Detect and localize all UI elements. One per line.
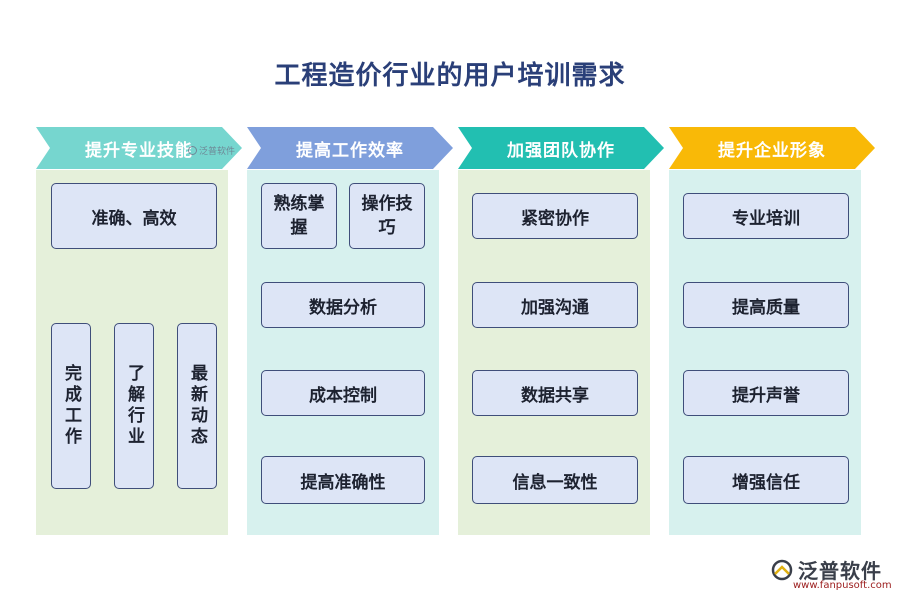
column-3-item-1: 紧密协作 [472,193,638,239]
column-2-item-3: 数据分析 [261,282,425,328]
column-4-item-4: 增强信任 [683,456,849,504]
column-4-item-1: 专业培训 [683,193,849,239]
column-2-item-4: 成本控制 [261,370,425,416]
brand-logo: 泛普软件 [771,555,882,584]
column-1-item-3: 了解行业 [114,323,154,489]
column-1-item-4: 最新动态 [177,323,217,489]
column-2-header: 提高工作效率 [247,127,453,169]
column-1-header: 提升专业技能 [36,127,242,169]
mini-watermark: 泛普软件 [188,144,235,157]
column-2-item-5: 提高准确性 [261,456,425,504]
column-4-item-2: 提高质量 [683,282,849,328]
brand-url: www.fanpusoft.com [793,580,892,591]
column-1-item-1: 准确、高效 [51,183,217,249]
column-1-item-2: 完成工作 [51,323,91,489]
column-3-item-2: 加强沟通 [472,282,638,328]
column-2-item-1: 熟练掌握 [261,183,337,249]
fanpu-mini-icon [188,146,197,155]
column-3-item-3: 数据共享 [472,370,638,416]
column-3-item-4: 信息一致性 [472,456,638,504]
brand-name: 泛普软件 [798,559,882,583]
column-3-header: 加强团队协作 [458,127,664,169]
page-title: 工程造价行业的用户培训需求 [274,61,626,91]
column-4-header: 提升企业形象 [669,127,875,169]
column-4-item-3: 提升声誉 [683,370,849,416]
mini-watermark-text: 泛普软件 [199,147,236,157]
fanpu-logo-icon [771,559,793,580]
column-2-item-2: 操作技巧 [349,183,425,249]
